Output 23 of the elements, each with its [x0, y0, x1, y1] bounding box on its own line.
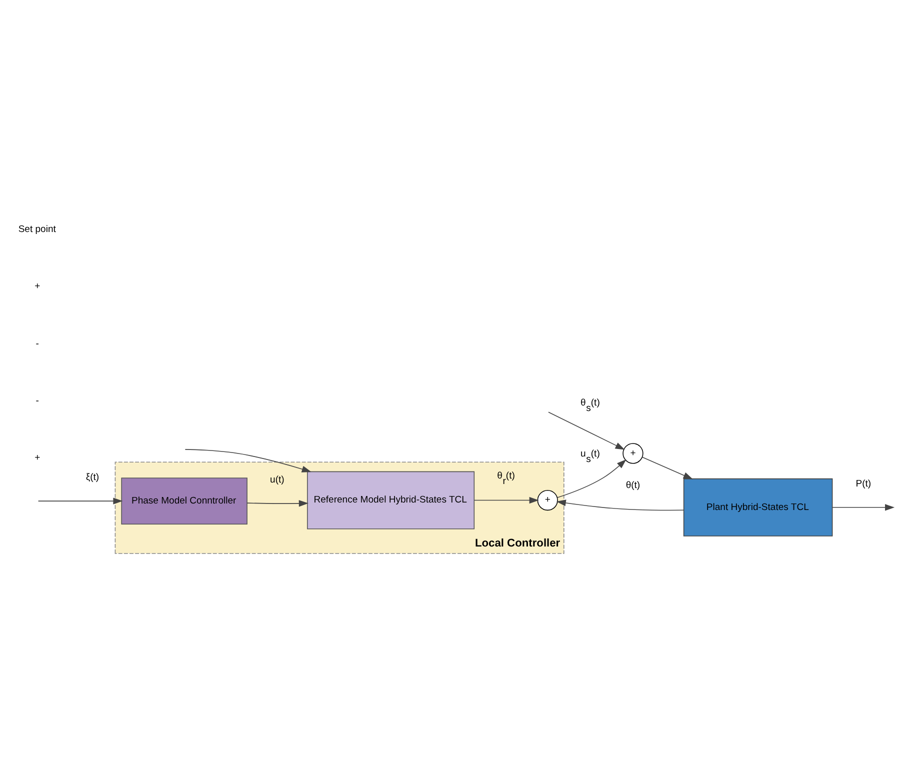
arrow: [556, 500, 684, 511]
node-box: Reference Model Hybrid-States TCL: [307, 471, 475, 530]
node-box: Phase Model Conntroller: [121, 478, 248, 524]
label: +: [34, 452, 40, 464]
edge-label: ξ(t): [86, 472, 100, 484]
arrow: [184, 449, 312, 472]
label: -: [36, 395, 39, 406]
arrow: [38, 498, 123, 504]
arrow: [642, 456, 693, 480]
node-circle: +: [622, 443, 644, 464]
edge-label: u(t): [270, 474, 284, 486]
node-circle: +: [537, 490, 558, 511]
edge-label: θ(t): [626, 480, 640, 492]
label: Set point: [18, 224, 56, 235]
label: -: [36, 338, 39, 350]
arrow: [556, 459, 626, 498]
arrow: [548, 412, 625, 450]
arrow: [246, 500, 308, 507]
label: +: [34, 281, 40, 292]
arrow: [474, 496, 539, 504]
edge-label: P(t): [856, 478, 872, 490]
node-box: Plant Hybrid-States TCL: [683, 478, 833, 536]
arrow: [832, 504, 895, 511]
